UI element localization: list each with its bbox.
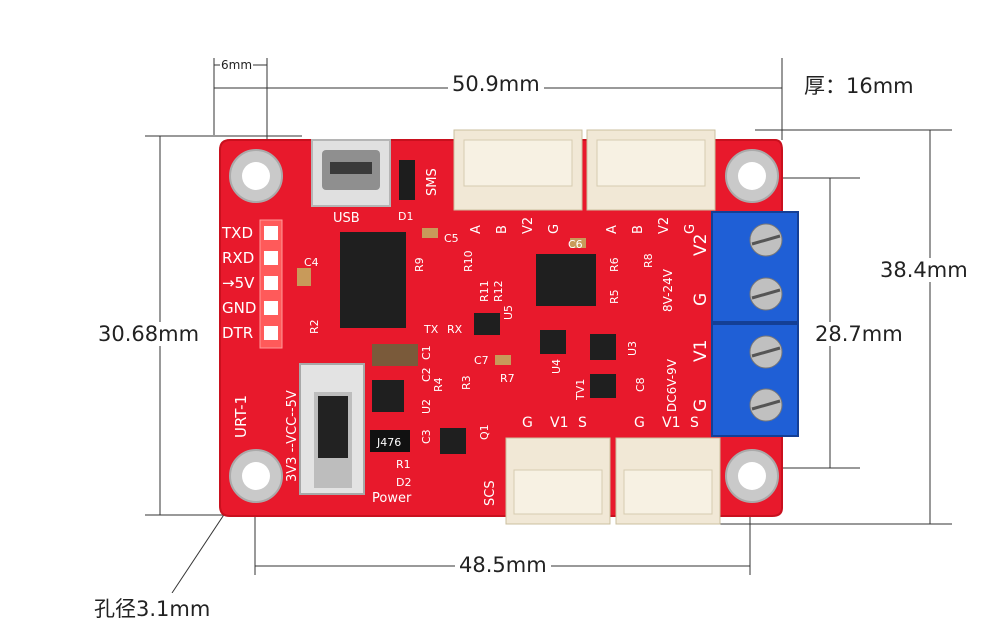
sms-pin-labels-2: G V2 B A bbox=[605, 217, 698, 234]
component-label-r12: R12 bbox=[492, 280, 505, 302]
scs-pin-label: V1 bbox=[550, 415, 568, 431]
component-label-tv1: TV1 bbox=[574, 379, 587, 401]
pin-label: RXD bbox=[222, 249, 254, 267]
power-label: Power bbox=[372, 491, 412, 506]
hole-spacing-left-label: 30.68mm bbox=[94, 322, 204, 346]
pin-label: DTR bbox=[222, 324, 253, 342]
component-label-u4: U4 bbox=[550, 359, 563, 374]
component-label-r4: R4 bbox=[432, 377, 445, 392]
component-label-j476: J476 bbox=[376, 436, 401, 449]
pin-label: →5V bbox=[222, 274, 255, 292]
width-dimension-label: 50.9mm bbox=[448, 72, 544, 96]
component-label-u2: U2 bbox=[420, 399, 433, 414]
component-label-r5: R5 bbox=[608, 289, 621, 304]
component-label-c1: C1 bbox=[420, 345, 433, 360]
component-label-r3: R3 bbox=[460, 375, 473, 390]
thickness-label: 厚：16mm bbox=[800, 70, 918, 100]
terminal-v1-labels: V1G bbox=[691, 340, 711, 412]
component-label-c2: C2 bbox=[420, 367, 433, 382]
scs-pin-label: G bbox=[522, 415, 533, 431]
diode-d1 bbox=[399, 160, 415, 200]
component-label-c5: C5 bbox=[444, 232, 459, 245]
scs-pin-labels: G V1 S bbox=[522, 415, 587, 431]
component-label-c7: C7 bbox=[474, 354, 489, 367]
component-label-r11: R11 bbox=[478, 280, 491, 302]
model-label: URT-1 bbox=[232, 395, 250, 438]
scs-pin-label: S bbox=[690, 415, 699, 431]
component-label-u3: U3 bbox=[626, 341, 639, 356]
board-height-label: 38.4mm bbox=[876, 258, 972, 282]
chips bbox=[297, 228, 616, 454]
sms-label: SMS bbox=[425, 168, 440, 196]
component-label-r2: R2 bbox=[308, 319, 321, 334]
component-label-r1: R1 bbox=[396, 458, 411, 471]
component-label-q1: Q1 bbox=[478, 424, 491, 440]
sms-pin-label: A bbox=[469, 225, 484, 234]
bottom-connectors bbox=[505, 437, 721, 525]
hole-spacing-right-label: 28.7mm bbox=[811, 322, 907, 346]
scs-label: SCS bbox=[483, 480, 498, 506]
component-label-r10: R10 bbox=[462, 250, 475, 272]
sms-pin-label: G bbox=[683, 224, 698, 234]
component-label-c3: C3 bbox=[420, 429, 433, 444]
screw-terminals bbox=[711, 211, 799, 437]
sms-pin-label: V2 bbox=[521, 217, 536, 234]
component-label-r6: R6 bbox=[608, 257, 621, 272]
component-label-r8: R8 bbox=[642, 253, 655, 268]
pin-header bbox=[259, 219, 283, 349]
sms-pin-labels: G V2 B A bbox=[469, 217, 562, 234]
sms-pin-label: B bbox=[631, 225, 646, 234]
component-label-d1: D1 bbox=[398, 210, 413, 223]
switch-label: 3V3 --VCC--5V bbox=[285, 390, 300, 482]
component-label-d2: D2 bbox=[396, 476, 411, 489]
left-pin-labels: TXD RXD →5V GND DTR bbox=[221, 224, 256, 342]
component-label-u5: U5 bbox=[502, 305, 515, 320]
pin-label: GND bbox=[222, 299, 256, 317]
sms-pin-label: B bbox=[495, 225, 510, 234]
terminal-pin-label: G bbox=[691, 399, 711, 412]
scs-pin-label: S bbox=[578, 415, 587, 431]
component-label-c8: C8 bbox=[634, 377, 647, 392]
sms-pin-label: A bbox=[605, 225, 620, 234]
hole-spacing-bottom-label: 48.5mm bbox=[455, 553, 551, 577]
component-label-tx: TX bbox=[423, 323, 439, 336]
sms-pin-label: V2 bbox=[657, 217, 672, 234]
terminal-v2-labels: V2G bbox=[691, 234, 711, 306]
mounting-holes bbox=[229, 149, 779, 503]
usb-connector bbox=[311, 139, 391, 207]
scs-pin-label: V1 bbox=[662, 415, 680, 431]
terminal-pin-label: G bbox=[691, 293, 711, 306]
sms-pin-label: G bbox=[547, 224, 562, 234]
scs-pin-labels-2: G V1 S bbox=[634, 415, 699, 431]
component-label-r7: R7 bbox=[500, 372, 515, 385]
terminal-pin-label: V1 bbox=[691, 340, 711, 362]
pin-label: TXD bbox=[221, 224, 253, 242]
usb-label: USB bbox=[333, 211, 360, 226]
component-label-r9: R9 bbox=[413, 257, 426, 272]
component-label-rx: RX bbox=[447, 323, 463, 336]
scs-pin-label: G bbox=[634, 415, 645, 431]
component-label-c4: C4 bbox=[304, 256, 319, 269]
dc-low-label: DC6V-9V bbox=[665, 358, 679, 412]
terminal-pin-label: V2 bbox=[691, 234, 711, 256]
slide-switch bbox=[299, 363, 365, 495]
dc-high-label: 8V-24V bbox=[661, 268, 675, 312]
top-connectors bbox=[453, 129, 716, 211]
component-label-c6: C6 bbox=[568, 238, 583, 251]
hole-diameter-label: 孔径3.1mm bbox=[90, 593, 215, 623]
header-offset-label: 6mm bbox=[220, 58, 254, 72]
